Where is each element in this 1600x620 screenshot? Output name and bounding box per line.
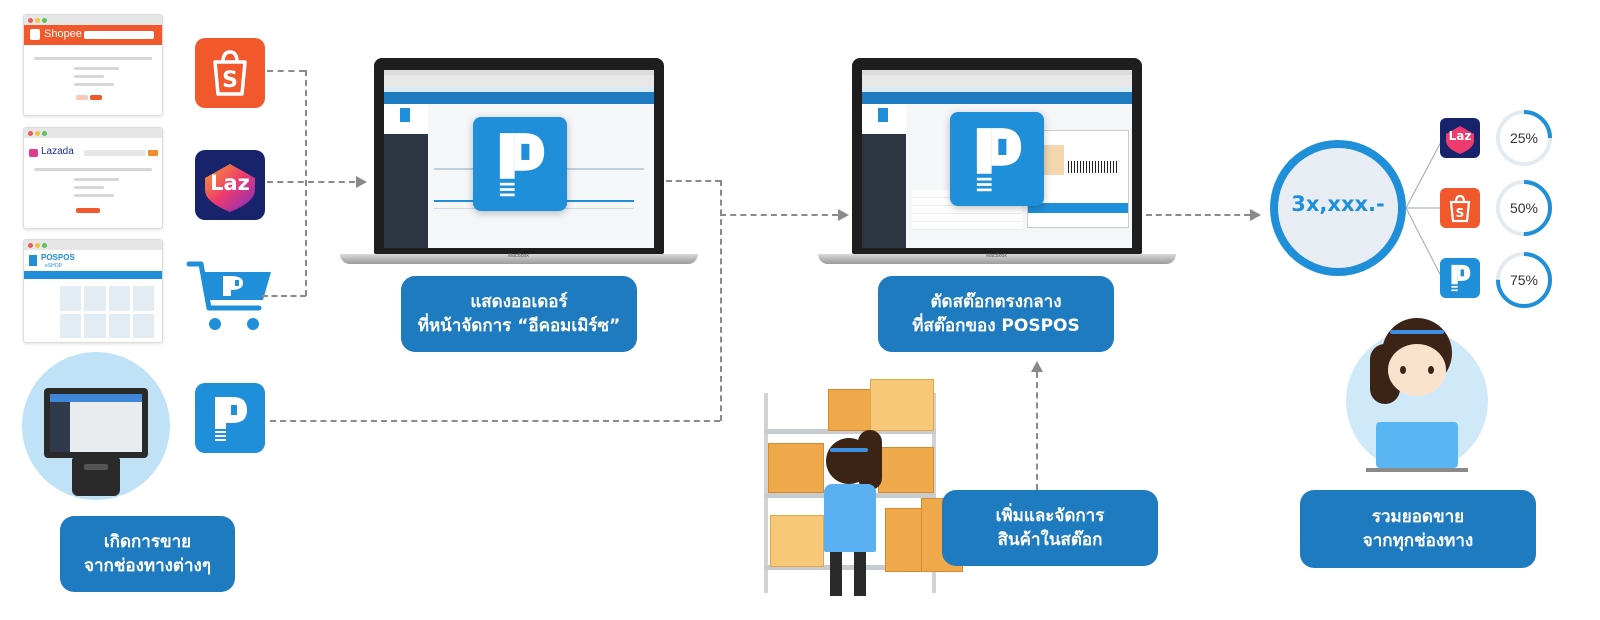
summary-lazada-percent: 25% (1509, 130, 1539, 146)
laptop-stock-frame (852, 58, 1142, 254)
label-line: สินค้าในสต๊อก (997, 530, 1103, 550)
label-line: จากช่องทางต่างๆ (84, 556, 211, 576)
summary-shopee-percent: 50% (1509, 200, 1539, 216)
summary-lazada-label: Laz (1448, 129, 1472, 143)
label-line: ตัดสต๊อกตรงกลาง (930, 292, 1062, 312)
lazada-buy-button (76, 208, 100, 213)
app-sidebar (384, 104, 428, 248)
browser-chrome (24, 240, 162, 250)
pospos-browser-label: POSPOS (41, 253, 75, 262)
label-line: แสดงออเดอร์ (470, 292, 568, 312)
summary-pospos-percent-ring: 75% (1496, 252, 1552, 308)
percent-arc (1496, 252, 1552, 308)
percent-arc (1496, 110, 1552, 166)
summary-branch-lines (1405, 139, 1443, 279)
total-sales-circle: 3x,xxx.- (1270, 140, 1406, 276)
connector-lazada-to-orders (267, 181, 355, 183)
pospos-app-icon (195, 383, 265, 453)
pospos-eshop-browser-window: POSPOS eSHOP (23, 239, 163, 343)
label-show-orders: แสดงออเดอร์ ที่หน้าจัดการ “อีคอมเมิร์ซ” (401, 276, 637, 352)
shopee-buy-button (76, 95, 88, 100)
laptop-brand-label: MacBook (986, 253, 1007, 259)
summary-pospos-icon (1440, 258, 1480, 298)
pospos-logo-icon (29, 255, 37, 266)
pos-terminal-illustration (22, 352, 170, 500)
lazada-search-bar (84, 150, 146, 156)
shopee-cart-button (90, 95, 102, 100)
pos-terminal-screen (44, 388, 148, 458)
summary-lazada-icon: Laz (1440, 118, 1480, 158)
browser-chrome (24, 15, 162, 25)
app-topbar (862, 92, 1132, 104)
laptop-brand-label: MacBook (508, 253, 529, 259)
stock-box (885, 508, 925, 572)
label-sales-occur: เกิดการขาย จากช่องทางต่างๆ (60, 516, 235, 592)
label-line: จากทุกช่องทาง (1362, 531, 1474, 551)
laptop-stock-base (818, 254, 1176, 264)
browser-chrome (24, 128, 162, 138)
pospos-cart-icon (185, 258, 275, 338)
laptop-stock-screen (862, 70, 1132, 248)
pospos-logo-overlay-icon (473, 117, 567, 211)
connector-shopee (267, 70, 305, 72)
label-line: ที่หน้าจัดการ “อีคอมเมิร์ซ” (417, 316, 621, 336)
pospos-eshop-navbar (24, 271, 162, 279)
label-line: รวมยอดขาย (1371, 507, 1465, 527)
laptop-orders-base (340, 254, 698, 264)
shopee-search-bar (84, 31, 154, 39)
arrow-to-stock (838, 209, 849, 221)
label-line: เกิดการขาย (103, 532, 192, 552)
shopee-browser-window: Shopee (23, 14, 163, 116)
connector-orders-out (666, 180, 721, 182)
arrow-to-summary (1250, 209, 1261, 221)
label-total-sales: รวมยอดขาย จากทุกช่องทาง (1300, 490, 1536, 568)
summary-pospos-percent: 75% (1509, 272, 1539, 288)
connector-vertical-mid (720, 180, 722, 421)
percent-arc (1496, 180, 1552, 236)
shopee-browser-label: Shopee (44, 28, 82, 40)
shopee-header: Shopee (24, 25, 162, 45)
connector-inventory-up (1036, 372, 1038, 490)
pospos-logo-overlay-icon (950, 112, 1044, 206)
total-sales-value: 3x,xxx.- (1291, 192, 1385, 216)
arrow-to-orders (356, 176, 367, 188)
summary-shopee-icon: S (1440, 188, 1480, 228)
arrow-to-stock-label (1031, 361, 1043, 372)
lazada-heart-icon (29, 149, 38, 157)
shopee-bag-icon (30, 29, 40, 40)
lazada-search-button (148, 150, 158, 156)
label-cut-stock: ตัดสต๊อกตรงกลาง ที่สต๊อกของ POSPOS (878, 276, 1114, 352)
pos-terminal-stand (72, 458, 120, 496)
lazada-browser-window: Lazada (23, 127, 163, 229)
app-sidebar (862, 104, 906, 248)
summary-shopee-percent-ring: 50% (1496, 180, 1552, 236)
shopee-app-icon: S (195, 38, 265, 108)
lazada-browser-label: Lazada (41, 146, 74, 157)
pospos-product-grid (60, 286, 154, 338)
connector-to-stock (720, 214, 838, 216)
summary-user-illustration (1346, 318, 1488, 472)
label-line: เพิ่มและจัดการ (995, 506, 1105, 526)
connector-pospos-store (270, 420, 720, 422)
svg-text:S: S (222, 68, 238, 93)
lazada-app-icon: Laz (195, 150, 265, 220)
pospos-browser-sub: eSHOP (45, 263, 62, 269)
summary-lazada-percent-ring: 25% (1496, 110, 1552, 166)
app-topbar (384, 92, 654, 104)
label-manage-inventory: เพิ่มและจัดการ สินค้าในสต๊อก (942, 490, 1158, 566)
lazada-tile-label: Laz (210, 171, 250, 195)
svg-text:S: S (1456, 206, 1465, 220)
connector-vertical-left (305, 70, 307, 296)
label-line: ที่สต๊อกของ POSPOS (912, 316, 1080, 336)
warehouse-worker-illustration (800, 430, 900, 600)
connector-cart (262, 295, 306, 297)
connector-to-summary (1146, 214, 1250, 216)
